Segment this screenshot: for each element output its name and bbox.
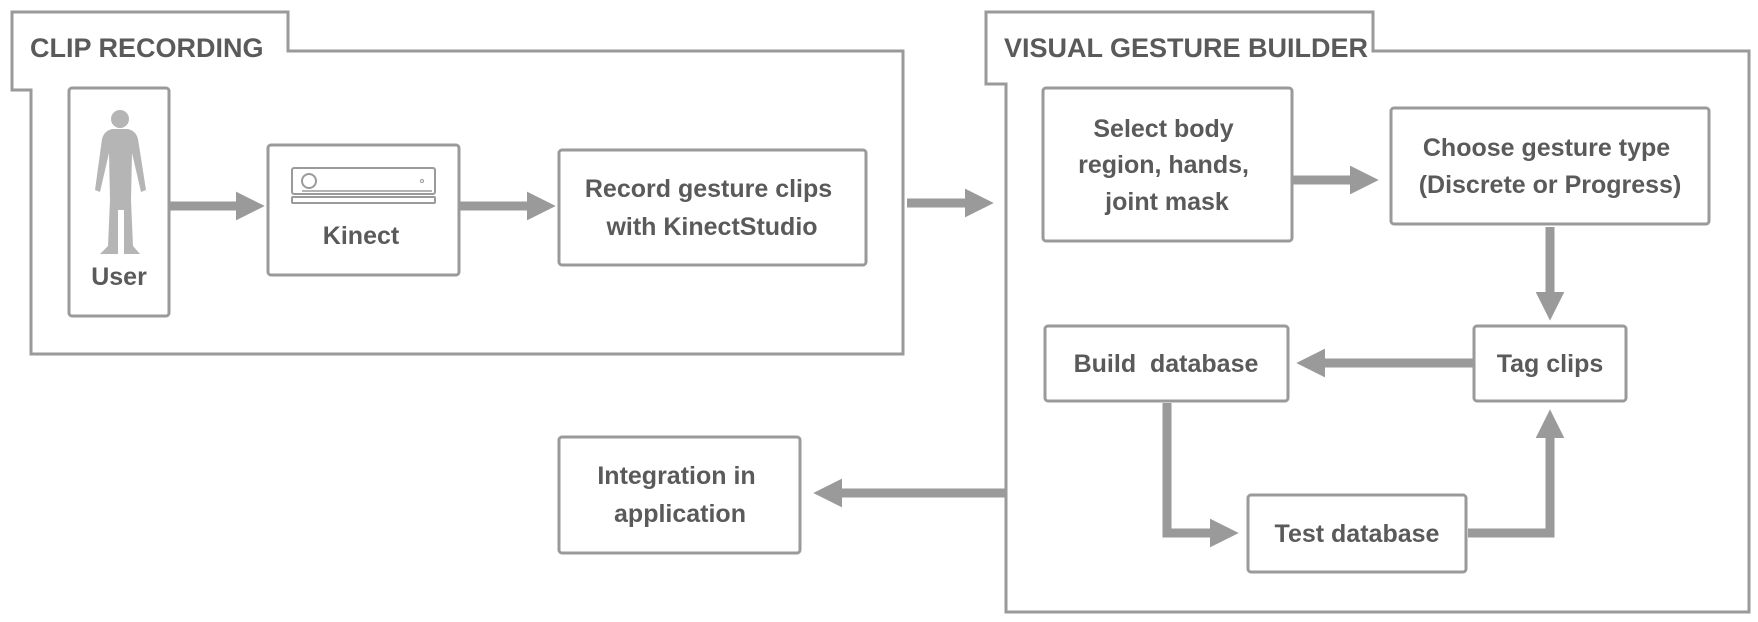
user-node: User <box>67 86 171 318</box>
build-database-node: Build database <box>1043 324 1290 403</box>
kinect-node: Kinect <box>266 143 461 277</box>
user-label: User <box>91 263 147 291</box>
record-clips-node: Record gesture clips with KinectStudio <box>557 148 868 267</box>
tag-clips-label: Tag clips <box>1497 350 1604 378</box>
choose-gesture-type-node: Choose gesture type (Discrete or Progres… <box>1389 106 1711 226</box>
select-body-region-label: Select body region, hands, joint mask <box>1078 115 1256 216</box>
test-database-label: Test database <box>1275 520 1440 548</box>
kinect-sensor-icon <box>291 167 436 204</box>
integration-label: Integration in application <box>597 462 762 528</box>
integration-node: Integration in application <box>557 435 802 555</box>
tag-clips-node: Tag clips <box>1472 324 1628 403</box>
record-clips-label: Record gesture clips with KinectStudio <box>585 175 839 241</box>
clip-recording-title: CLIP RECORDING <box>30 33 264 63</box>
build-database-label: Build database <box>1074 350 1259 378</box>
choose-gesture-type-label: Choose gesture type (Discrete or Progres… <box>1419 134 1682 199</box>
person-silhouette-icon <box>95 110 146 254</box>
select-body-region-node: Select body region, hands, joint mask <box>1041 86 1294 243</box>
arrow-test-to-tag <box>1468 409 1565 538</box>
test-database-node: Test database <box>1246 493 1468 574</box>
kinect-label: Kinect <box>323 222 400 250</box>
arrow-build-to-test <box>1162 403 1239 548</box>
visual-gesture-builder-title: VISUAL GESTURE BUILDER <box>1004 33 1368 63</box>
flow-arrows <box>170 165 1565 548</box>
